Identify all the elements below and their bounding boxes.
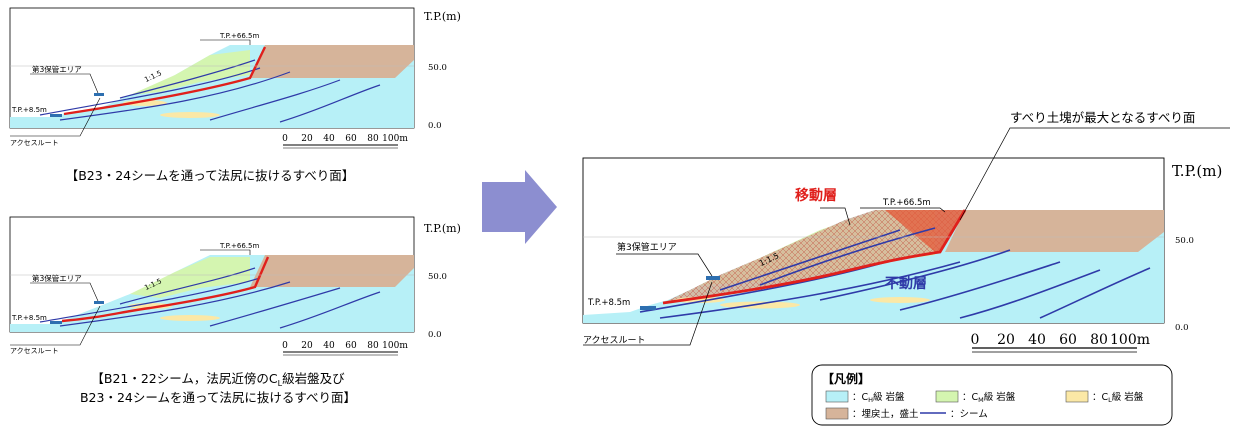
- legend-label: ：シーム: [950, 409, 988, 420]
- top-access-marker: [50, 114, 62, 117]
- top-tp-leader: [200, 39, 251, 45]
- legend-swatch: [825, 407, 849, 420]
- main-cross-section: すべり土塊が最大となるすべり面 T.P.(m) 50.0 0.0 T.P.+66…: [582, 110, 1230, 353]
- scale-label: 0: [282, 341, 288, 351]
- top-tick-0: 0.0: [428, 121, 442, 131]
- scale-label: 0: [282, 134, 288, 144]
- top-area-leader: [30, 73, 99, 94]
- scale-label: 100m: [1110, 332, 1150, 348]
- top-access-leader: [10, 97, 101, 137]
- main-label-fixed: 不動層: [885, 275, 927, 292]
- scale-label: 100m: [382, 134, 408, 144]
- legend-label: ：CM級 岩盤: [962, 391, 1016, 404]
- legend-swatch: [1065, 390, 1089, 403]
- bottom-access-marker: [50, 321, 62, 324]
- bottom-label-area: 第3保管エリア: [32, 273, 82, 283]
- bottom-area-leader: [30, 282, 99, 302]
- main-moving-leader: [820, 207, 851, 226]
- bottom-label-tp665: T.P.+66.5m: [219, 242, 259, 250]
- top-cross-section: T.P.+66.5m 第3保管エリア 1:1.5 T.P.+8.5m アクセスル…: [9, 7, 461, 183]
- main-label-moving: 移動層: [795, 187, 837, 204]
- top-label-access: アクセスルート: [10, 139, 59, 147]
- scale-label: 20: [301, 341, 313, 351]
- main-access-leader: [583, 281, 713, 346]
- top-tick-50: 50.0: [428, 63, 447, 73]
- main-tick-0: 0.0: [1175, 323, 1189, 333]
- top-axis-title: T.P.(m): [424, 10, 461, 23]
- main-tp-leader: [860, 207, 946, 213]
- scale-label: 80: [367, 134, 379, 144]
- bottom-slip-surface: [61, 256, 270, 323]
- top-slip-surface: [63, 46, 267, 116]
- main-area-leader: [616, 253, 713, 277]
- main-label-area: 第3保管エリア: [617, 241, 677, 253]
- bottom-seams: [39, 267, 381, 329]
- scale-label: 20: [301, 134, 313, 144]
- legend-label: ：CH級 岩盤: [852, 391, 905, 404]
- bottom-label-tp85: T.P.+8.5m: [11, 314, 47, 322]
- scale-label: 60: [1059, 332, 1077, 348]
- legend-swatch: [935, 390, 959, 403]
- bottom-area-marker: [94, 301, 104, 304]
- scale-label: 100m: [382, 341, 408, 351]
- top-rock-cm: [130, 50, 250, 95]
- legend-items: ：CH級 岩盤 ：CM級 岩盤 ：CL級 岩盤 ：埋戻土，盛土 ：シーム: [825, 390, 1144, 420]
- scale-label: 80: [1090, 332, 1108, 348]
- main-callout: すべり土塊が最大となるすべり面: [1010, 110, 1195, 125]
- legend-label: ：CL級 岩盤: [1092, 391, 1144, 404]
- top-cl-lens: [160, 112, 220, 118]
- main-label-tp85: T.P.+8.5m: [587, 298, 630, 308]
- main-area-marker: [706, 276, 720, 280]
- legend-title: 【凡例】: [822, 371, 870, 386]
- bottom-caption-line1: 【B21・22シーム，法尻近傍のCL級岩盤及び: [91, 371, 345, 388]
- legend-swatch: [825, 390, 849, 403]
- bottom-cross-section: T.P.+66.5m 第3保管エリア 1:1.5 T.P.+8.5m アクセスル…: [9, 216, 461, 405]
- bottom-tp-leader: [200, 249, 251, 255]
- bottom-cl-lens: [160, 315, 220, 321]
- scale-label: 0: [971, 332, 980, 348]
- top-label-area: 第3保管エリア: [32, 64, 82, 74]
- bottom-fill: [230, 255, 414, 287]
- bottom-axis-title: T.P.(m): [424, 222, 461, 235]
- transition-arrow: [482, 170, 557, 244]
- bottom-caption-line1-sub: L: [278, 379, 283, 388]
- top-seams: [39, 59, 381, 123]
- top-label-tp85: T.P.+8.5m: [11, 106, 47, 114]
- bottom-caption-line1-a: 【B21・22シーム，法尻近傍のC: [91, 371, 278, 386]
- bottom-tick-0: 0.0: [428, 330, 442, 340]
- main-cl-lens: [870, 297, 930, 303]
- main-tick-50: 50.0: [1175, 236, 1194, 246]
- scale-label: 20: [997, 332, 1015, 348]
- bottom-rock-cm: [130, 257, 250, 298]
- scale-label: 40: [323, 341, 335, 351]
- bottom-caption-line2: B23・24シームを通って法尻に抜けるすべり面】: [80, 390, 356, 405]
- legend-label: ：埋戻土，盛土: [852, 408, 919, 420]
- bottom-access-leader: [10, 305, 101, 346]
- main-access-marker: [640, 306, 656, 310]
- scale-label: 40: [323, 134, 335, 144]
- legend: 【凡例】 ：CH級 岩盤 ：CM級 岩盤 ：CL級 岩盤 ：埋戻土，盛土 ：シーム: [811, 364, 1173, 426]
- scale-label: 80: [367, 341, 379, 351]
- scale-label: 40: [1028, 332, 1046, 348]
- main-callout-leader: [959, 127, 1230, 221]
- bottom-label-access: アクセスルート: [10, 347, 59, 355]
- main-axis-title: T.P.(m): [1172, 162, 1222, 180]
- main-label-tp665: T.P.+66.5m: [882, 198, 931, 208]
- scale-label: 60: [345, 341, 357, 351]
- top-area-marker: [94, 93, 104, 96]
- top-label-tp665: T.P.+66.5m: [219, 32, 259, 40]
- legend-frame: [811, 364, 1173, 426]
- bottom-tick-50: 50.0: [428, 272, 447, 282]
- top-caption: 【B23・24シームを通って法尻に抜けるすべり面】: [66, 168, 355, 183]
- main-label-access: アクセスルート: [583, 335, 646, 346]
- bottom-caption-line1-b: 級岩盤及び: [282, 371, 345, 386]
- scale-label: 60: [345, 134, 357, 144]
- main-slip-surface: [662, 209, 967, 305]
- top-fill: [230, 45, 414, 78]
- main-fill: [875, 210, 1164, 252]
